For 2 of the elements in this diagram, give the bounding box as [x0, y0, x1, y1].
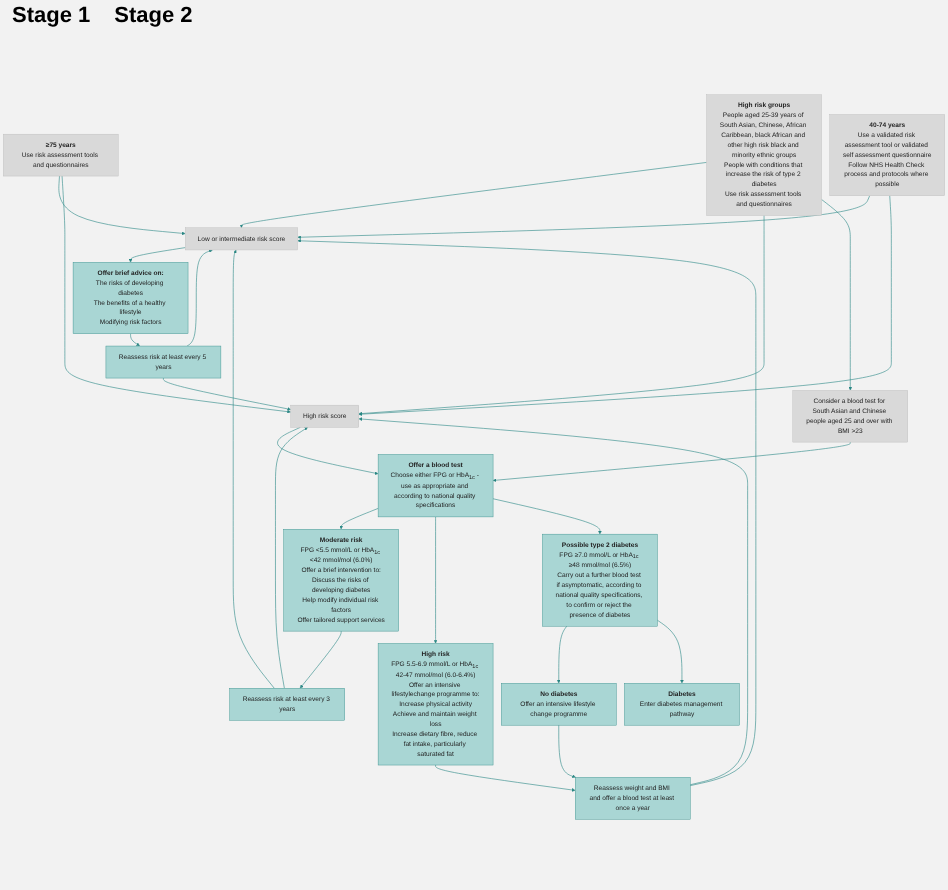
stage-heading: Stage 2	[114, 4, 193, 28]
stage-heading: Stage 1	[12, 4, 91, 28]
